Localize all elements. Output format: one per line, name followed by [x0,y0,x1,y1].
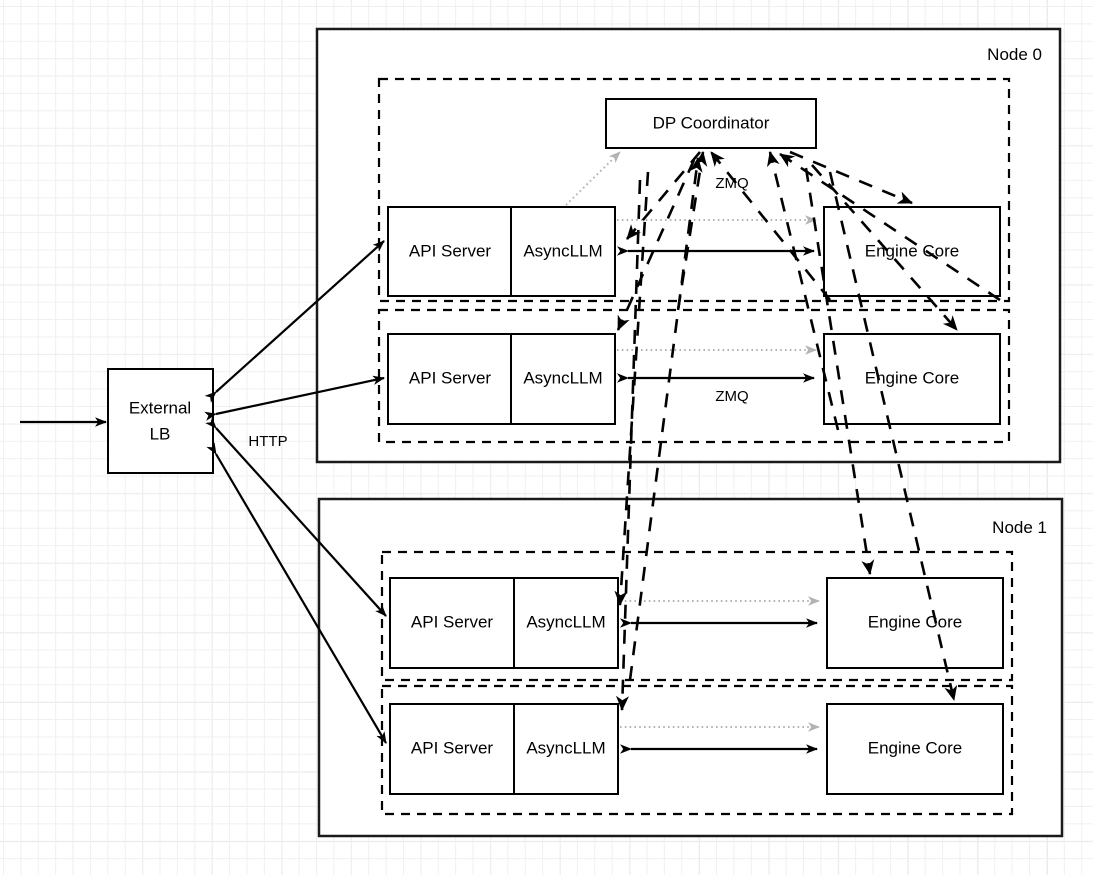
coordinator-out-node-1-rank-0-engine [804,167,875,575]
coordinator-out-node-0-rank-0-engine [789,150,913,205]
coordinator-link-node-1-rank-1-upward [628,157,703,681]
node-0-rank-1-api-box[interactable] [387,333,616,425]
node-1-rank-0-api-server-label: API Server [411,612,494,631]
external-lb-label-line2: LB [150,424,171,443]
coordinator-out-node-0-rank-1-asyncllm [616,159,696,331]
dp-coordinator-box[interactable] [605,98,817,149]
node-1-rank-0-engine-core-label: Engine Core [868,612,963,631]
coordinator-zmq-label: ZMQ [715,175,748,192]
node-1-rank-0-engine-core[interactable]: Engine Core [826,577,1004,669]
node-1-rank-1-api-server-group[interactable]: API Server AsyncLLM [389,703,619,795]
node-0-rank-1-api-server-label: API Server [409,368,492,387]
node-0-rank-1-engine-core-label: Engine Core [865,368,960,387]
external-lb-box[interactable] [107,368,214,474]
node-1-rank-0-api-server-group[interactable]: API Server AsyncLLM [389,577,619,669]
node-0-rank-1-zmq-label: ZMQ [715,388,748,405]
node-1-rank-1-engine-box[interactable] [826,703,1004,795]
node-1-rank-1-asyncllm-label: AsyncLLM [526,738,605,757]
dp-coordinator[interactable]: DP Coordinator [605,98,817,149]
node-0-rank-0-asyncllm-label: AsyncLLM [523,241,602,260]
node-1-rank-1-engine-core-label: Engine Core [868,738,963,757]
node-0-label: Node 0 [987,45,1042,64]
coordinator-out-node-1-rank-0-asyncllm [614,171,650,606]
lb-to-node-0-rank-1-link [204,375,385,421]
node-0-rank-1-asyncllm-label: AsyncLLM [523,368,602,387]
node-1-rank-0-api-box[interactable] [389,577,619,669]
coordinator-link-node-1-rank-0-upward [676,151,708,311]
node-1-rank-1-engine-core[interactable]: Engine Core [826,703,1004,795]
lb-to-node-1-rank-1-link [206,442,387,744]
node-0-rank-0-api-server-label: API Server [409,241,492,260]
coordinator-out-node-0-rank-0-asyncllm [626,151,701,240]
node-0-rank-0-api-box[interactable] [387,206,616,297]
http-label: HTTP [248,433,287,450]
node-1-rank-1-api-server-label: API Server [411,738,494,757]
external-lb-label-line1: External [129,398,191,417]
node-1-rank-0-engine-box[interactable] [826,577,1004,669]
external-lb[interactable]: External LB [107,368,214,474]
lb-to-node-0-rank-0-link [204,240,385,403]
dp-coordinator-label: DP Coordinator [653,113,770,132]
node-0-rank-1-engine-box[interactable] [823,333,1001,425]
node-0-rank-0-group [377,77,1011,303]
node-1-rank-0-asyncllm-label: AsyncLLM [526,612,605,631]
coordinator-out-node-1-rank-1-engine [828,171,958,701]
node-1-rank-1-group [380,684,1014,816]
coordinator-out-node-1-rank-1-asyncllm [615,179,642,711]
coordinator-link-node-0-rank-0-engine [709,151,832,301]
node-1-label: Node 1 [992,518,1047,537]
node-0-rank-1-api-server-group[interactable]: API Server AsyncLLM [387,333,616,425]
coordinator-link-node-0-rank-1-engine [767,151,840,431]
node-0-rank-0-engine-core-label: Engine Core [865,241,960,260]
coordinator-link-node-1-engine-right [779,152,1001,302]
asyncllm-to-coordinator-dotted [565,151,621,206]
node-0-rank-1-engine-core[interactable]: Engine Core [823,333,1001,425]
node-0-rank-0-api-server-group[interactable]: API Server AsyncLLM [387,206,616,297]
node-1-rank-1-api-box[interactable] [389,703,619,795]
node-1-rank-0-group [380,550,1014,682]
coordinator-out-node-0-rank-1-engine [811,164,958,331]
